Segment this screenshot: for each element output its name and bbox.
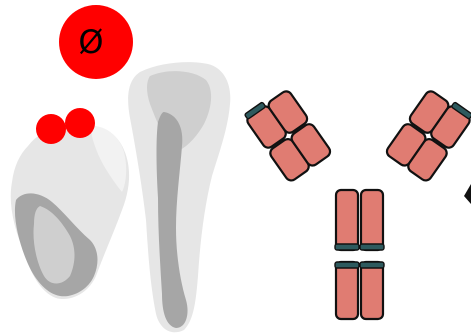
null-symbol: Ø: [59, 5, 133, 79]
antibody-left-arm: [243, 86, 333, 183]
antigen-right: [128, 62, 230, 332]
antibody-hinge-band: [335, 244, 359, 250]
antibody: [243, 86, 471, 319]
null-symbol-text: Ø: [78, 23, 103, 61]
antibody-right-arm: [385, 86, 471, 183]
antibody-hinge-band: [360, 262, 384, 268]
antibody-hinge-band: [335, 262, 359, 268]
antibody-fc-left-upper: [336, 190, 358, 250]
antibody-hinge-band: [360, 244, 384, 250]
antibody-fc-left-lower: [336, 262, 358, 319]
antigen-left: [11, 125, 129, 299]
binding-dot: [36, 114, 66, 144]
antibody-fc-right-lower: [361, 262, 383, 319]
binding-dot: [65, 108, 95, 138]
arrowhead-icon: [464, 184, 471, 204]
antibody-fc-right-upper: [361, 190, 383, 250]
antibody-stem: [335, 190, 384, 319]
